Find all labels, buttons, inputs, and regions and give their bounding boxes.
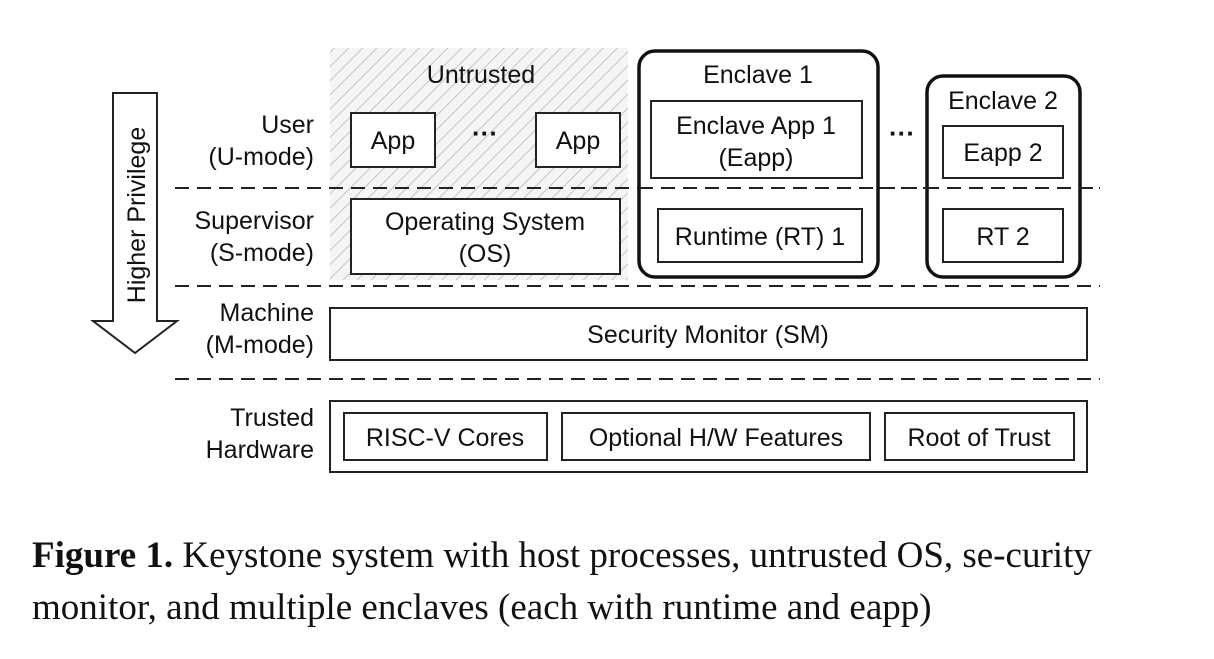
enclaves-ellipsis: ···	[889, 118, 915, 148]
figure-caption-text: Keystone system with host processes, unt…	[32, 535, 1092, 628]
runtime-2-box	[942, 208, 1064, 263]
security-monitor-box	[329, 307, 1088, 361]
eapp-2-box	[942, 125, 1064, 179]
level-label-trusted: Trusted	[230, 404, 314, 432]
figure-caption-label: Figure 1.	[32, 535, 174, 576]
level-label-supervisor: Supervisor	[195, 207, 315, 235]
enclave-app-1-box	[650, 100, 863, 179]
hw-box-root-of-trust-label: Root of Trust	[907, 424, 1050, 452]
os-box-label-line1: Operating System	[385, 208, 585, 236]
level-label-machine-mode: (M-mode)	[206, 331, 314, 359]
eapp-2-label: Eapp 2	[963, 139, 1042, 167]
enclave-app-1-label-line1: Enclave App 1	[676, 112, 836, 140]
enclave-app-1-label-line2: (Eapp)	[718, 144, 793, 172]
hw-box-optional-features	[561, 412, 871, 461]
enclave-2-title: Enclave 2	[948, 87, 1058, 115]
app-box-1	[350, 112, 436, 168]
runtime-1-box	[657, 208, 863, 263]
enclave-1-title: Enclave 1	[703, 61, 813, 89]
os-box	[350, 198, 621, 275]
level-label-machine: Machine	[220, 299, 315, 327]
hw-box-riscv-cores	[343, 412, 548, 461]
level-label-user-mode: (U-mode)	[208, 143, 314, 171]
higher-privilege-label: Higher Privilege	[123, 127, 151, 303]
app-box-2	[535, 112, 621, 168]
hw-box-riscv-cores-label: RISC-V Cores	[366, 424, 524, 452]
hw-box-root-of-trust	[884, 412, 1075, 461]
apps-ellipsis: ···	[472, 118, 498, 148]
hw-box-optional-features-label: Optional H/W Features	[589, 424, 843, 452]
level-label-user: User	[261, 111, 314, 139]
untrusted-title: Untrusted	[427, 61, 535, 89]
level-label-hardware: Hardware	[206, 436, 314, 464]
figure-caption: Figure 1. Keystone system with host proc…	[32, 530, 1182, 634]
os-box-label-line2: (OS)	[459, 240, 512, 268]
security-monitor-label: Security Monitor (SM)	[587, 321, 829, 349]
runtime-1-label: Runtime (RT) 1	[675, 223, 845, 251]
level-label-supervisor-mode: (S-mode)	[210, 239, 314, 267]
app-box-1-label: App	[371, 127, 415, 155]
higher-privilege-arrow	[90, 92, 180, 355]
runtime-2-label: RT 2	[976, 223, 1029, 251]
app-box-2-label: App	[556, 127, 600, 155]
